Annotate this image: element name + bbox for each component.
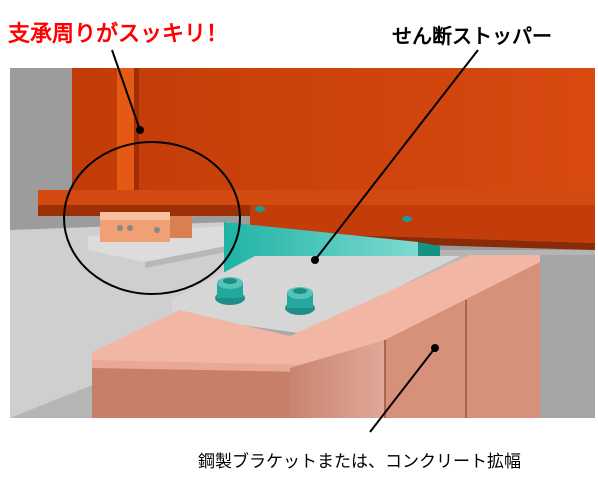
callout-line-bracket — [369, 347, 436, 433]
bracket-front-left — [92, 360, 290, 418]
stopper-base-plate — [172, 256, 460, 334]
bracket-top — [92, 255, 540, 365]
callout-line-stopper — [314, 49, 479, 261]
bracket-front-right — [290, 340, 385, 418]
girder-bottom-flange — [38, 190, 595, 205]
bracket-side — [385, 262, 540, 418]
shear-stopper-label: せん断ストッパー — [392, 24, 552, 48]
pier-top-surface — [10, 222, 230, 418]
callout-line-bearing — [111, 49, 141, 131]
bracket-label: 鋼製ブラケットまたは、コンクリート拡幅 — [198, 452, 521, 472]
bearing-highlight-circle — [63, 141, 241, 295]
flange-bolt — [402, 216, 412, 222]
flange-bolt — [255, 206, 265, 212]
anchor-bolt — [285, 287, 315, 315]
girder-web — [72, 68, 595, 193]
anchor-bolt — [215, 277, 245, 305]
girder-stiffener — [117, 68, 139, 193]
bearing-cleanup-label: 支承周りがスッキリ！ — [8, 22, 229, 47]
